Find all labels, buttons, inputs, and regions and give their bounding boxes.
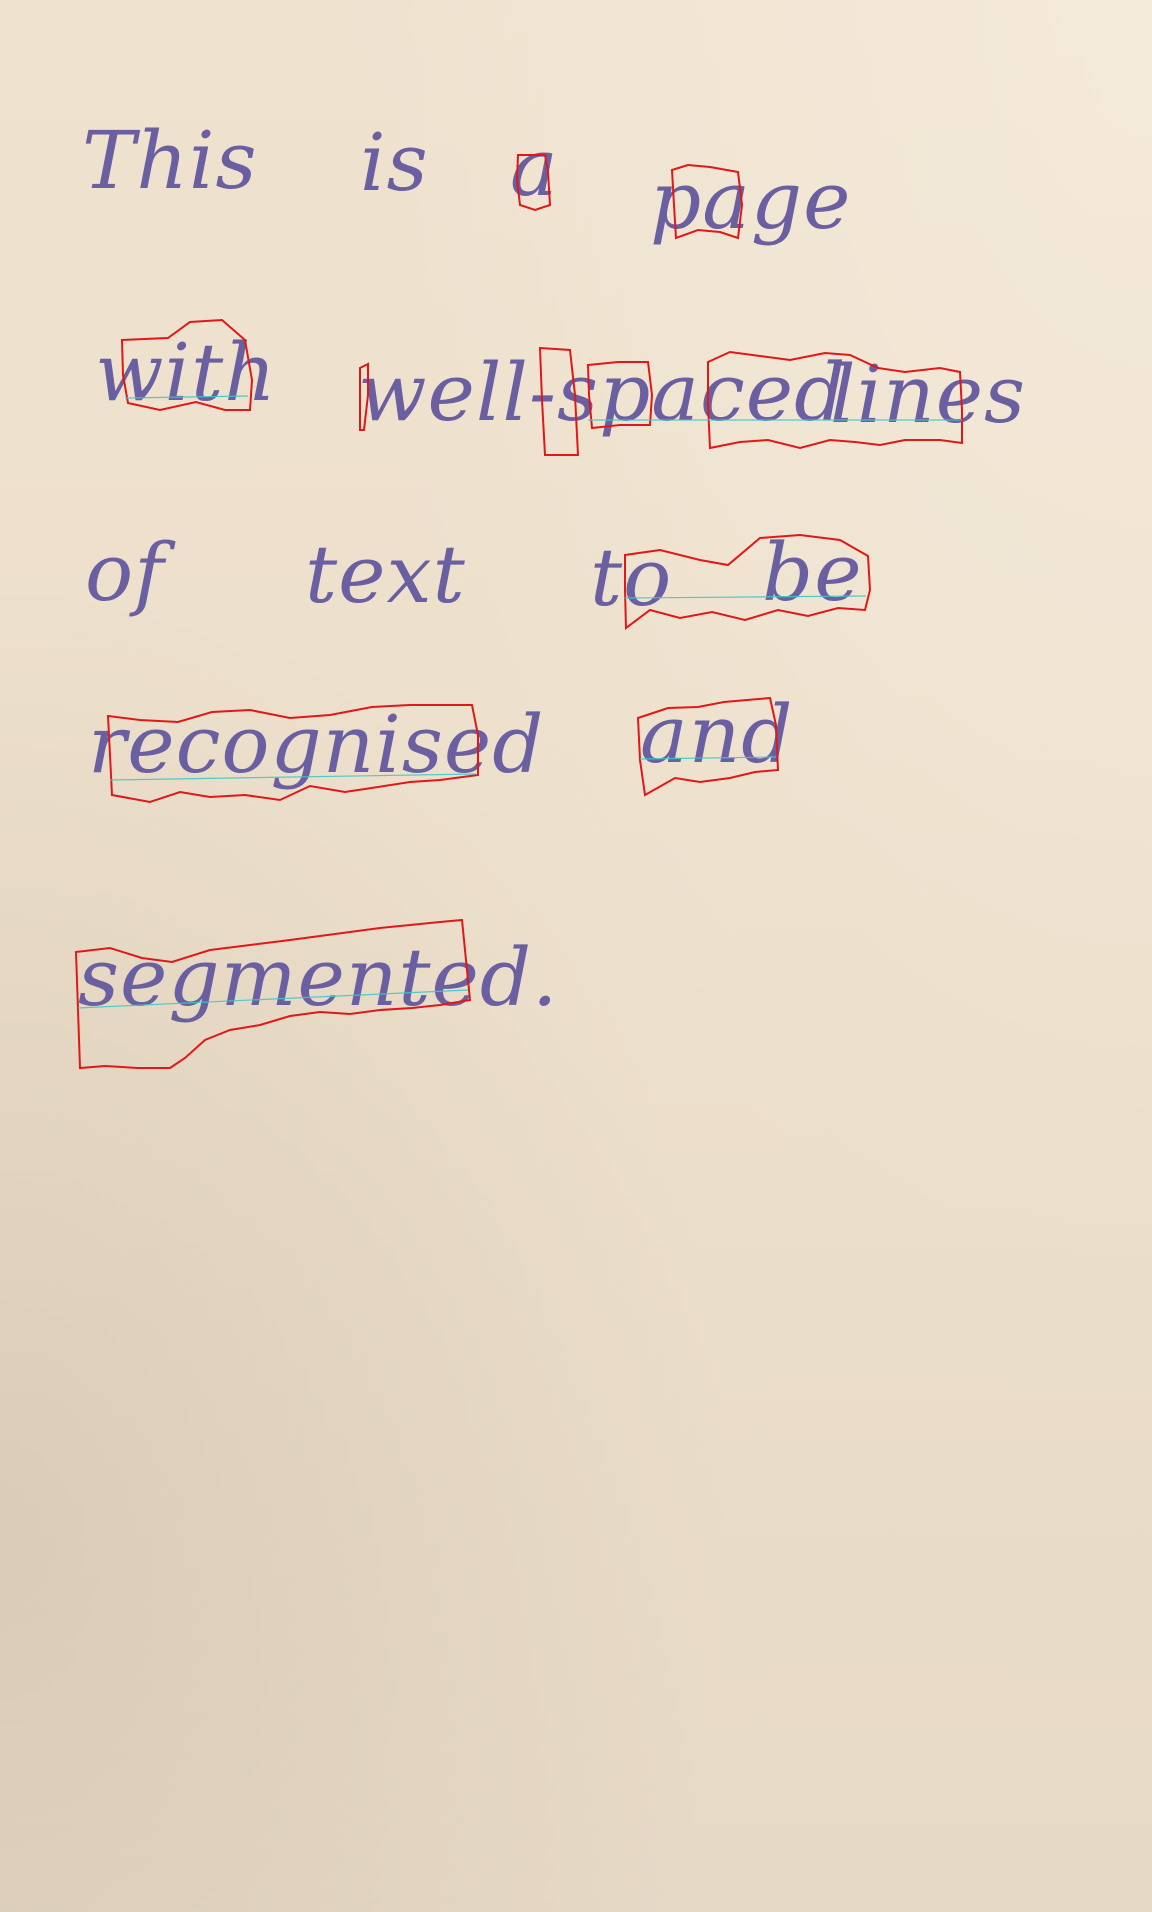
baseline: [639, 756, 777, 760]
word: is: [360, 116, 429, 209]
word: page: [650, 154, 851, 247]
segmentation-box: [359, 362, 369, 431]
segmentation-box: [670, 163, 744, 240]
baseline: [624, 595, 867, 599]
segmentation-box: [74, 918, 472, 1070]
baseline: [109, 773, 477, 781]
segmentation-overlay: [74, 154, 963, 1070]
word: be: [762, 526, 863, 619]
word: text: [305, 528, 466, 621]
segmentation-box: [707, 350, 963, 450]
segmentation-box: [106, 704, 479, 804]
baseline: [77, 989, 469, 1009]
segmentation-box: [624, 533, 872, 630]
handwritten-text: This is a page with well-spaced lines of…: [78, 114, 1026, 1024]
segmentation-box: [636, 696, 780, 797]
segmentation-box: [515, 154, 552, 212]
word: lines: [830, 348, 1026, 441]
segmentation-box: [586, 361, 654, 430]
baseline-overlay: [77, 395, 962, 1009]
word: to: [590, 531, 672, 624]
segmentation-box: [538, 346, 580, 456]
word: well-spaced: [358, 346, 846, 439]
baseline: [124, 395, 249, 399]
word: This: [82, 114, 258, 207]
segmentation-box: [120, 318, 254, 412]
word: of: [85, 526, 176, 619]
word: segmented.: [78, 931, 558, 1024]
